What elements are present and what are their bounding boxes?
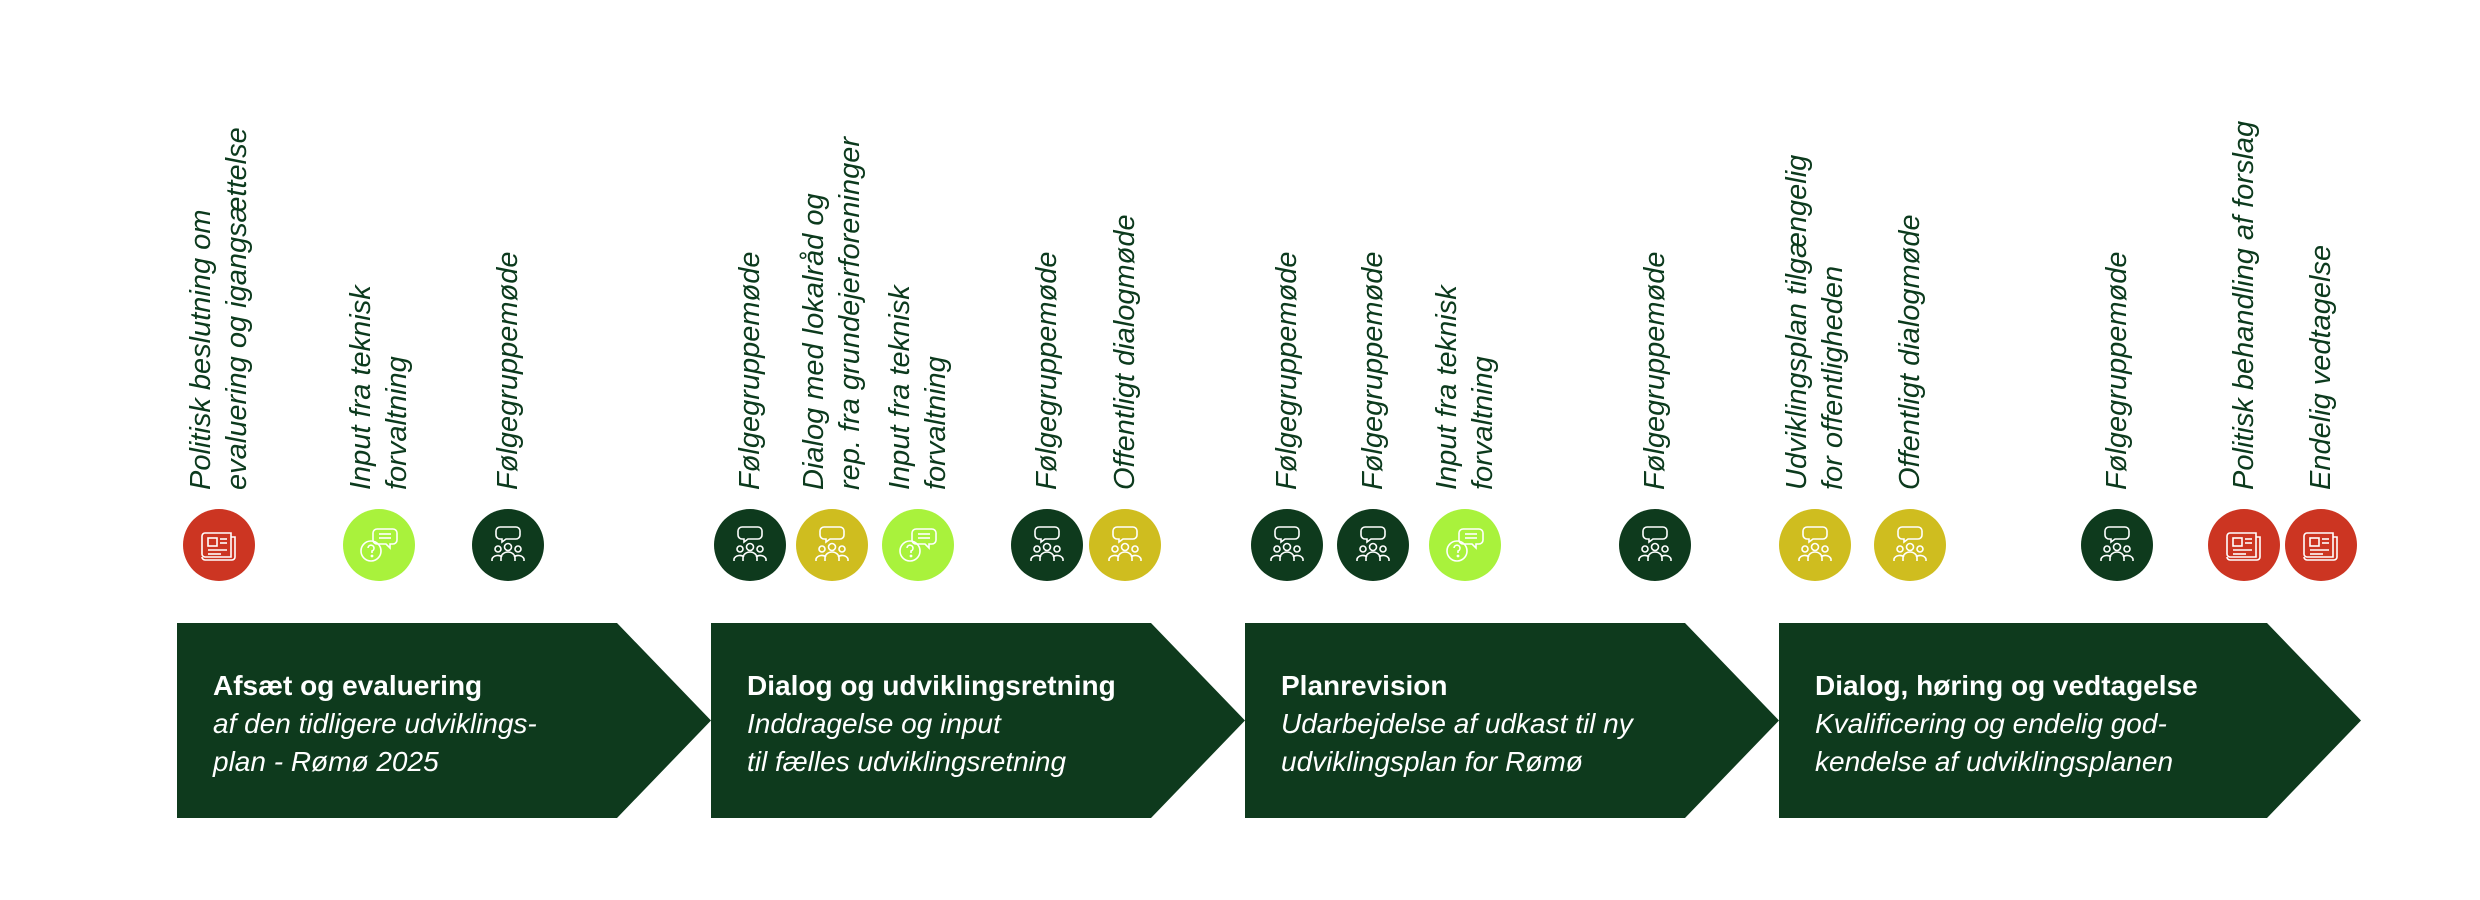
milestone-label: Følgegruppemøde xyxy=(1031,251,1063,490)
group-chat-icon xyxy=(714,509,786,581)
phase-title: Dialog, høring og vedtagelse xyxy=(1815,670,2198,701)
milestone-label: Endelig vedtagelse xyxy=(2305,244,2337,490)
group-chat-icon xyxy=(2100,526,2134,561)
group-chat-icon xyxy=(1011,509,1083,581)
group-chat-icon xyxy=(1089,509,1161,581)
milestone-label: Politisk behandling af forslag xyxy=(2228,120,2260,490)
milestone-label: Følgegruppemøde xyxy=(734,251,766,490)
phase-arrow: Afsæt og evaluering af den tidligere udv… xyxy=(177,623,711,818)
milestone-label: Udviklingsplan tilgængelig for offentlig… xyxy=(1781,154,1849,490)
milestone-label: Input fra teknisk forvaltning xyxy=(884,285,952,490)
milestone-label: Dialog med lokalråd og rep. fra grundeje… xyxy=(798,136,866,490)
group-chat-icon xyxy=(472,509,544,581)
group-chat-icon xyxy=(1779,509,1851,581)
chat-question-icon xyxy=(1429,509,1501,581)
group-chat-icon xyxy=(1638,526,1672,561)
chat-question-icon xyxy=(882,509,954,581)
chat-question-icon xyxy=(899,528,937,562)
group-chat-icon xyxy=(1893,526,1927,561)
milestone-label: Offentligt dialogmøde xyxy=(1894,214,1926,490)
group-chat-icon xyxy=(1108,526,1142,561)
group-chat-icon xyxy=(1337,509,1409,581)
phase-description: Kvalificering og endelig god- kendelse a… xyxy=(1815,708,2174,777)
document-icon xyxy=(183,509,255,581)
document-icon xyxy=(2208,509,2280,581)
group-chat-icon xyxy=(491,526,525,561)
phase-arrow: Planrevision Udarbejdelse af udkast til … xyxy=(1245,623,1779,818)
milestone-label: Offentligt dialogmøde xyxy=(1109,214,1141,490)
group-chat-icon xyxy=(796,509,868,581)
group-chat-icon xyxy=(1798,526,1832,561)
milestone-label: Følgegruppemøde xyxy=(1357,251,1389,490)
phase-title: Dialog og udviklingsretning xyxy=(747,670,1116,701)
phase-title: Afsæt og evaluering xyxy=(213,670,483,701)
milestone-label: Følgegruppemøde xyxy=(492,251,524,490)
group-chat-icon xyxy=(1270,526,1304,561)
document-icon xyxy=(2285,509,2357,581)
group-chat-icon xyxy=(1251,509,1323,581)
group-chat-icon xyxy=(815,526,849,561)
document-icon xyxy=(2303,532,2338,561)
group-chat-icon xyxy=(1030,526,1064,561)
group-chat-icon xyxy=(1619,509,1691,581)
phase-description: af den tidligere udviklings- plan - Rømø… xyxy=(213,708,537,777)
group-chat-icon xyxy=(1874,509,1946,581)
document-icon xyxy=(201,532,236,561)
milestone-label: Følgegruppemøde xyxy=(1271,251,1303,490)
phase-arrow: Dialog, høring og vedtagelse Kvalificeri… xyxy=(1779,623,2361,818)
group-chat-icon xyxy=(1356,526,1390,561)
phase-title: Planrevision xyxy=(1281,670,1448,701)
milestone-label: Politisk beslutning om evaluering og iga… xyxy=(185,127,253,490)
chat-question-icon xyxy=(1446,528,1484,562)
group-chat-icon xyxy=(733,526,767,561)
milestone-label: Input fra teknisk forvaltning xyxy=(345,285,413,490)
document-icon xyxy=(2226,532,2261,561)
milestone-label: Følgegruppemøde xyxy=(1639,251,1671,490)
phase-arrow: Dialog og udviklingsretning Inddragelse … xyxy=(711,623,1245,818)
chat-question-icon xyxy=(360,528,398,562)
milestone-label: Input fra teknisk forvaltning xyxy=(1431,285,1499,490)
group-chat-icon xyxy=(2081,509,2153,581)
phase-description: Inddragelse og input til fælles udviklin… xyxy=(747,708,1067,777)
milestone-label: Følgegruppemøde xyxy=(2101,251,2133,490)
chat-question-icon xyxy=(343,509,415,581)
phase-description: Udarbejdelse af udkast til ny udviklings… xyxy=(1281,708,1633,777)
